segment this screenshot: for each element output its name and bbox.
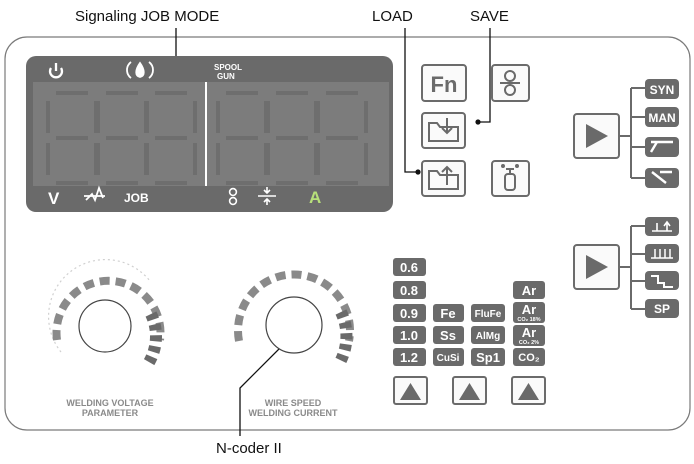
display-block: SPOOL GUN V JOB A bbox=[26, 56, 393, 212]
mode-syn: SYN bbox=[645, 79, 679, 99]
fn-button[interactable]: Fn bbox=[421, 64, 467, 102]
triangle-up-icon bbox=[459, 383, 480, 400]
voltage-knob-label-1: WELDING VOLTAGE bbox=[66, 398, 153, 408]
wire-size-chip: 0.6 bbox=[400, 260, 418, 275]
gas-test-button[interactable] bbox=[491, 160, 530, 197]
material-chip: FluFe bbox=[475, 309, 502, 320]
amp-unit-label: A bbox=[309, 188, 321, 207]
arc-wave-icon bbox=[84, 185, 105, 203]
submode-sp-label: SP bbox=[654, 302, 670, 316]
gas-chip: Ar bbox=[522, 302, 536, 317]
wire-speed-label-2: WELDING CURRENT bbox=[249, 408, 338, 418]
submode-bracket bbox=[619, 225, 646, 310]
drop-icon bbox=[126, 61, 154, 79]
gas-list: Ar Ar CO₂ 18% Ar CO₂ 2% CO₂ bbox=[513, 281, 545, 366]
callout-ncoder: N-coder II bbox=[216, 440, 282, 457]
material-chip: Fe bbox=[440, 306, 455, 321]
material-list: Fe Ss CuSi FluFe AlMg Sp1 bbox=[433, 304, 505, 366]
inductance-icon bbox=[258, 187, 276, 205]
mode-man: MAN bbox=[645, 107, 679, 127]
voltage-knob-label-2: PARAMETER bbox=[82, 408, 139, 418]
wire-size-chip: 0.9 bbox=[400, 306, 418, 321]
callout-load: LOAD bbox=[372, 8, 413, 25]
submode-2t bbox=[645, 217, 679, 236]
callout-job-mode: Signaling JOB MODE bbox=[75, 8, 220, 25]
gas-cylinder-icon bbox=[501, 164, 519, 191]
material-chip: CuSi bbox=[437, 353, 460, 364]
folder-load-icon bbox=[428, 165, 459, 190]
pulse-step-icon bbox=[651, 275, 673, 288]
gas-chip: Ar bbox=[522, 283, 536, 298]
triangle-up-icon bbox=[518, 383, 539, 400]
four-step-icon bbox=[651, 249, 673, 259]
mig-torch-icon bbox=[649, 140, 673, 153]
wire-speed-label-1: WIRE SPEED bbox=[265, 398, 322, 408]
fn-label: Fn bbox=[431, 72, 458, 97]
submode-spot bbox=[645, 271, 679, 290]
wire-speed-scale-thick bbox=[333, 309, 353, 367]
gas-chip: Ar bbox=[522, 325, 536, 340]
submode-sp: SP bbox=[645, 299, 679, 318]
material-chip: AlMg bbox=[476, 331, 500, 342]
play-icon bbox=[586, 124, 608, 148]
mode-mig-torch bbox=[645, 137, 679, 157]
wire-inch-button[interactable] bbox=[491, 64, 530, 102]
spool-label: SPOOL bbox=[214, 63, 242, 72]
wire-rollers-icon bbox=[500, 70, 520, 96]
wire-size-up-button[interactable] bbox=[393, 376, 428, 405]
power-icon bbox=[48, 63, 64, 79]
wire-speed-knob[interactable] bbox=[234, 270, 354, 367]
mode-syn-label: SYN bbox=[650, 83, 675, 97]
wire-size-chip: 0.8 bbox=[400, 283, 418, 298]
wire-feed-icon bbox=[228, 187, 238, 206]
voltage-scale-thick bbox=[142, 311, 163, 368]
gas-up-button[interactable] bbox=[511, 376, 546, 405]
mode-man-label: MAN bbox=[648, 111, 675, 125]
mode-select-button[interactable] bbox=[573, 113, 620, 159]
submode-select-button[interactable] bbox=[573, 244, 620, 290]
material-up-button[interactable] bbox=[452, 376, 487, 405]
folder-save-icon bbox=[428, 118, 459, 142]
play-icon bbox=[586, 255, 608, 279]
material-chip: Ss bbox=[440, 328, 456, 343]
voltage-knob[interactable] bbox=[47, 259, 165, 368]
job-label: JOB bbox=[124, 191, 149, 205]
electrode-holder-icon bbox=[651, 170, 672, 184]
gas-chip-sub: CO₂ 2% bbox=[519, 340, 539, 346]
gas-chip-sub: CO₂ 18% bbox=[517, 317, 540, 323]
triangle-up-icon bbox=[400, 383, 421, 400]
two-step-icon bbox=[652, 220, 672, 232]
gun-label: GUN bbox=[217, 72, 235, 81]
material-chip: Sp1 bbox=[476, 350, 500, 365]
mode-bracket bbox=[619, 87, 646, 179]
save-button[interactable] bbox=[421, 112, 466, 149]
submode-4t bbox=[645, 244, 679, 263]
volt-unit-label: V bbox=[48, 189, 60, 208]
wire-size-chip: 1.2 bbox=[400, 350, 418, 365]
mode-mma bbox=[645, 168, 679, 188]
callout-save: SAVE bbox=[470, 8, 509, 25]
load-button[interactable] bbox=[421, 160, 466, 197]
gas-chip: CO₂ bbox=[518, 352, 540, 364]
wire-size-list: 0.6 0.8 0.9 1.0 1.2 bbox=[393, 258, 426, 366]
wire-size-chip: 1.0 bbox=[400, 328, 418, 343]
